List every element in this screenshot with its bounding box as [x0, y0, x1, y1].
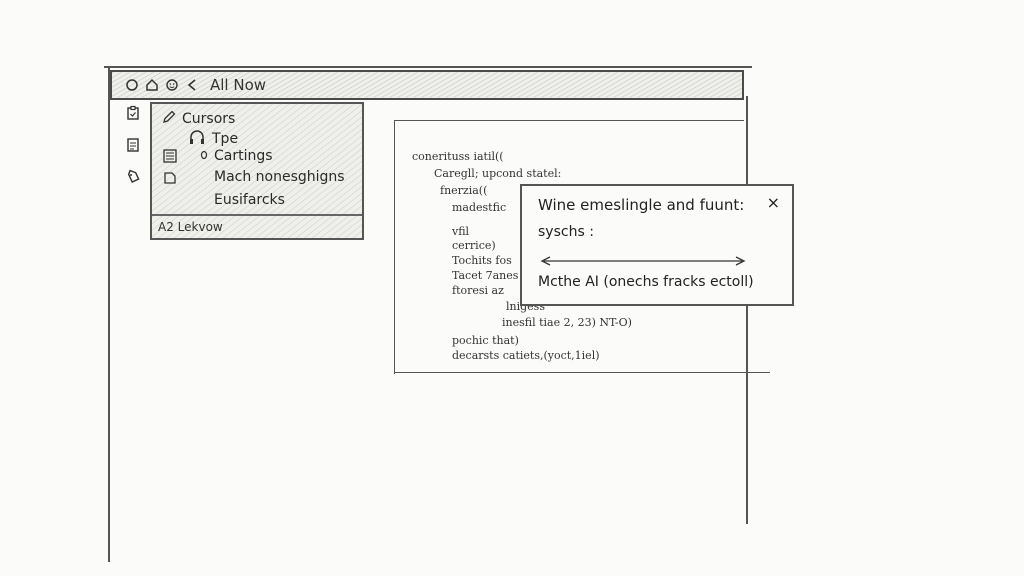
dialog-popup: Wine emeslingle and fuunt: × syschs : Mc…	[520, 184, 794, 306]
page-icon	[162, 170, 178, 186]
code-line: conerituss iatil((	[412, 150, 504, 163]
back-arrow-icon[interactable]	[184, 77, 200, 93]
code-line: Caregll; upcond statel:	[434, 167, 562, 180]
menu-item-eusifarcks[interactable]: Eusifarcks	[214, 192, 285, 208]
document-icon[interactable]	[124, 136, 142, 154]
code-line: decarsts catiets,(yoct,1iel)	[452, 349, 600, 362]
code-panel: conerituss iatil(( Caregll; upcond state…	[394, 120, 770, 376]
code-line: vfil	[452, 225, 470, 238]
menu-item-cursors[interactable]: Cursors	[162, 110, 235, 128]
code-panel-bottom-line	[394, 372, 770, 373]
code-line: madestfic	[452, 201, 507, 214]
headphones-icon	[188, 129, 206, 149]
list-icon	[162, 148, 178, 164]
dialog-subtitle: syschs :	[538, 224, 594, 240]
frame-top-line	[104, 66, 752, 68]
menu-panel: Cursors Tpe Cartings Mach nonesghigns Eu…	[150, 102, 364, 240]
window-title: All Now	[210, 76, 267, 94]
close-icon[interactable]: ×	[766, 193, 780, 212]
title-bar: All Now	[110, 70, 744, 100]
code-line: Tochits fos	[452, 254, 512, 267]
code-line: cerrice)	[452, 239, 496, 252]
menu-item-label: Eusifarcks	[214, 192, 285, 208]
dialog-title: Wine emeslingle and fuunt:	[538, 196, 745, 214]
menu-item-label: Mach nonesghigns	[214, 169, 345, 185]
home-icon[interactable]	[144, 77, 160, 93]
code-line: inesfil tiae 2, 23) NT-O)	[502, 316, 632, 329]
menu-item-tpe[interactable]: Tpe	[188, 129, 238, 149]
frame-right-line	[746, 96, 748, 524]
code-line: pochic that)	[452, 334, 519, 347]
small-circle-icon	[200, 148, 208, 164]
circle-icon[interactable]	[124, 77, 140, 93]
dialog-footer: Mcthe AI (onechs fracks ectoll)	[538, 274, 754, 290]
menu-item-mach[interactable]: Mach nonesghigns	[214, 169, 345, 185]
code-line: Tacet 7anes	[452, 269, 519, 282]
code-panel-left-line	[394, 120, 395, 374]
code-panel-top-line	[394, 120, 744, 121]
frame-left-line	[108, 66, 110, 562]
side-rail	[118, 104, 148, 186]
smiley-icon[interactable]	[164, 77, 180, 93]
pencil-icon	[162, 110, 176, 128]
menu-item-label: Tpe	[212, 131, 239, 147]
menu-footer: A2 Lekvow	[152, 214, 362, 238]
menu-item-cartings[interactable]: Cartings	[200, 148, 273, 164]
range-slider[interactable]	[540, 252, 746, 266]
code-line: fnerzia((	[440, 184, 488, 197]
code-line: ftoresi az	[452, 284, 504, 297]
menu-item-label: Cartings	[214, 148, 273, 164]
tag-icon[interactable]	[124, 168, 142, 186]
menu-item-label: Cursors	[182, 111, 236, 127]
clipboard-icon[interactable]	[124, 104, 142, 122]
